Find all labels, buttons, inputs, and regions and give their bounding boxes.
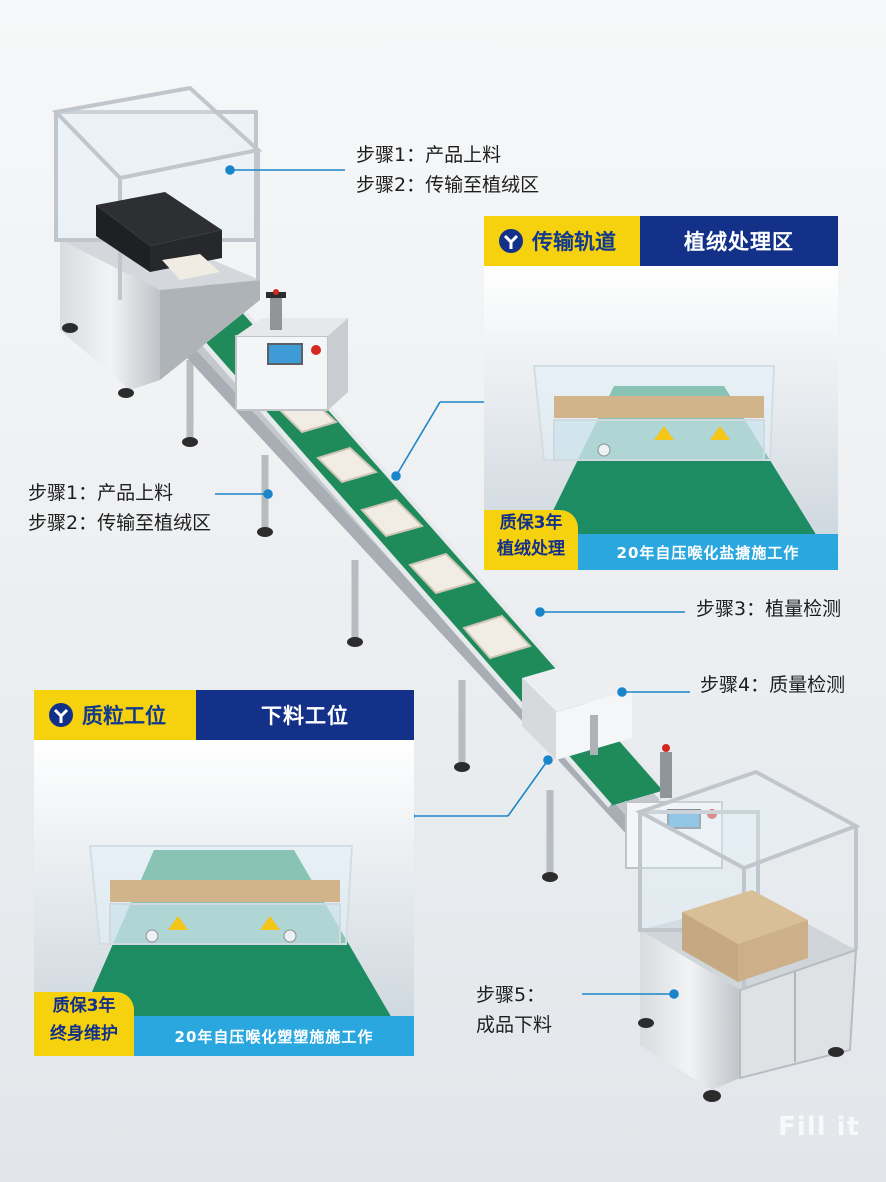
tab-conveyor-track: 传输轨道 <box>484 216 654 266</box>
tab-unloading-station: 下料工位 <box>196 690 414 740</box>
callout-step5-desc: 成品下料 <box>476 1014 553 1036</box>
banner-strip: 20年自压喉化塑塑施施工作 <box>134 1016 414 1056</box>
callout-top-left: 步骤1：产品上料 步骤2：传输至植绒区 <box>356 140 539 200</box>
callout-step5: 步骤5： 成品下料 <box>476 980 552 1040</box>
warranty-badge: 质保3年 植绒处理 <box>484 510 578 570</box>
y-logo-icon <box>499 229 523 253</box>
warranty-badge: 质保3年 终身维护 <box>34 992 134 1056</box>
callout-mid-left: 步骤1：产品上料 步骤2：传输至植绒区 <box>28 478 211 538</box>
callout-step5-title: 步骤5： <box>476 984 546 1006</box>
inset-photo <box>34 740 414 1056</box>
inspection-box <box>522 656 632 760</box>
banner-strip: 20年自压喉化盐搪施工作 <box>578 534 838 570</box>
y-logo-icon <box>49 703 73 727</box>
callout-step4: 步骤4：质量检测 <box>700 674 846 696</box>
callout-step2-text: 步骤2：传输至植绒区 <box>28 512 212 534</box>
warranty-badge-line1: 质保3年 <box>52 996 116 1016</box>
warranty-badge-line1: 质保3年 <box>499 513 563 533</box>
tab-conveyor-track-label: 传输轨道 <box>532 230 616 254</box>
warranty-badge-line2: 终身维护 <box>50 1024 118 1044</box>
watermark-text: Fill it <box>778 1112 860 1142</box>
unloading-cabinet <box>625 744 861 1102</box>
tab-flocking-zone: 植绒处理区 <box>640 216 838 266</box>
inset-panel-unloading-station: 质粒工位 下料工位 质保3年 终身维护 20年自压喉化塑塑施施工作 <box>34 690 414 1056</box>
warranty-badge-line2: 植绒处理 <box>497 539 565 559</box>
inset-panel-flocking-zone: 传输轨道 植绒处理区 质保3年 植绒处理 20年自压喉化盐搪施工作 <box>484 216 838 570</box>
tab-quality-station-label: 质粒工位 <box>82 704 166 728</box>
callout-step1-text: 步骤1：产品上料 <box>28 482 174 504</box>
flocking-control-box <box>235 289 348 411</box>
callout-step1-text: 步骤1：产品上料 <box>356 144 502 166</box>
loading-cabinet <box>51 85 263 398</box>
callout-step3: 步骤3：植量检测 <box>696 598 842 620</box>
callout-step2-text: 步骤2：传输至植绒区 <box>356 174 540 196</box>
tab-quality-station: 质粒工位 <box>34 690 210 740</box>
